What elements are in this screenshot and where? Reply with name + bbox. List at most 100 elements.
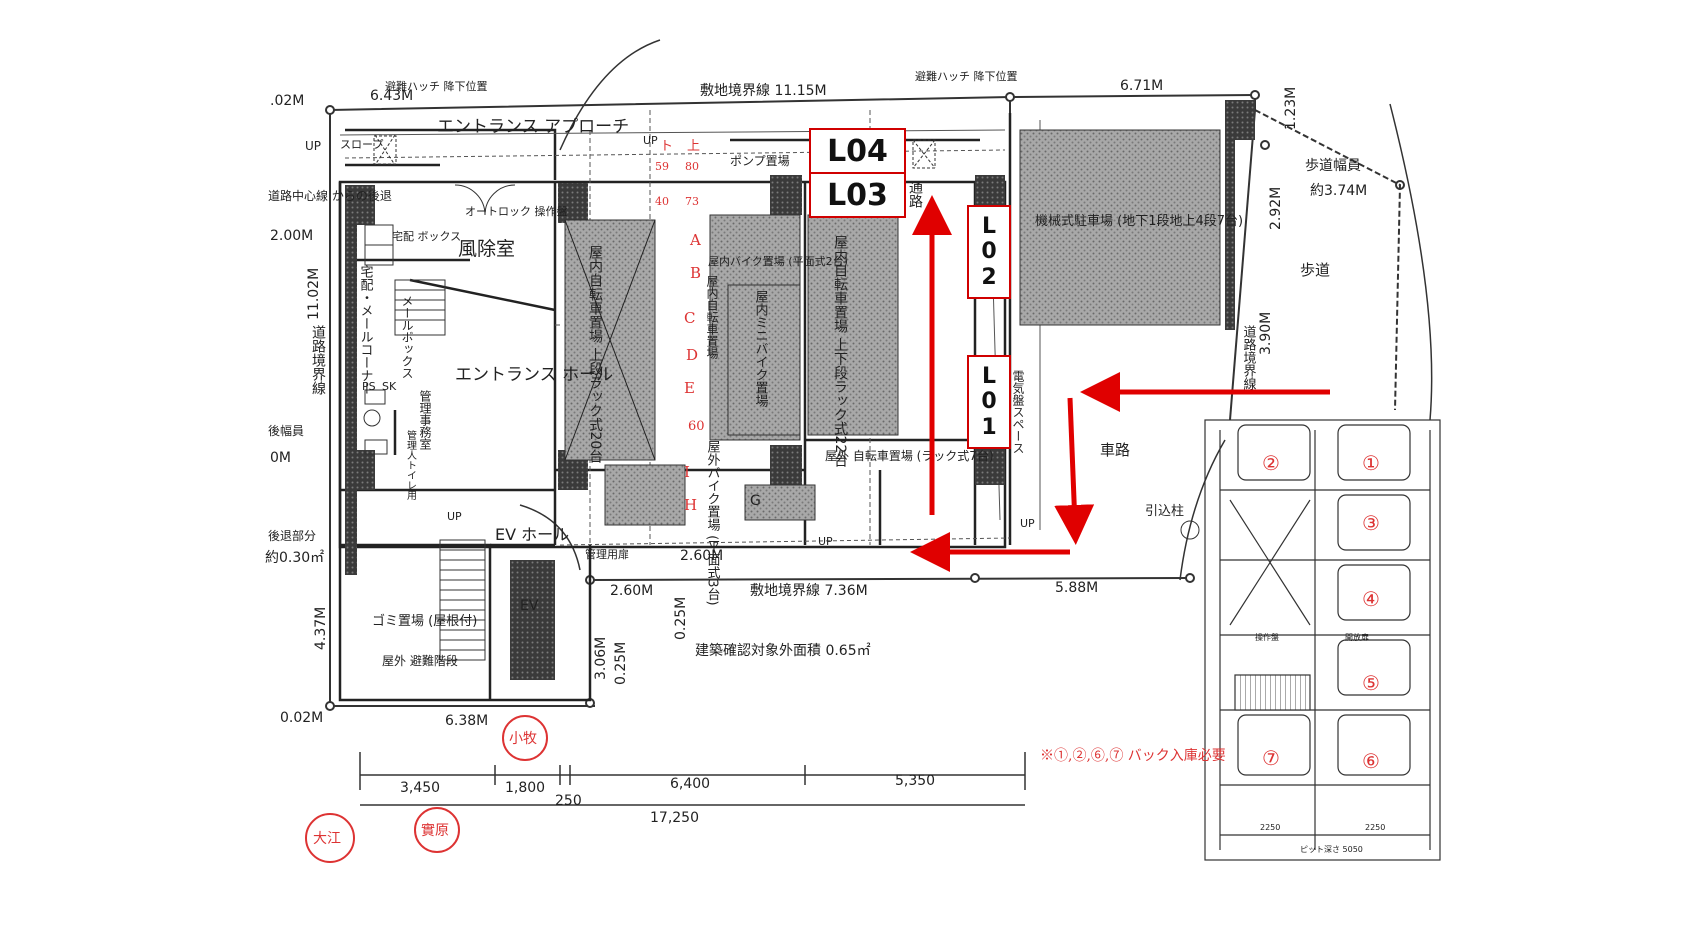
room-setback-part: 後退部分 bbox=[268, 528, 316, 543]
dim-bottom-260a: 2.60M bbox=[680, 548, 723, 564]
site-arcs bbox=[519, 39, 1433, 581]
stamp-komaki-text: 小牧 bbox=[509, 731, 537, 747]
hand-top-73: 73 bbox=[685, 195, 699, 208]
room-indoor-bike-upper: 屋内バイク置場 (平面式2台) bbox=[708, 254, 848, 268]
room-road-boundary-right: 道路境界線 bbox=[1241, 325, 1257, 390]
small-2250a: 2250 bbox=[1260, 823, 1280, 832]
slot-5: ⑤ bbox=[1362, 671, 1380, 695]
room-passage: 通路 bbox=[907, 180, 923, 208]
label-l01-char-3: 1 bbox=[981, 414, 997, 440]
scale-seg-4: 5,350 bbox=[895, 773, 935, 789]
room-outdoor-stairs: 屋外 避難階段 bbox=[382, 653, 458, 668]
room-garbage: ゴミ置場 (屋根付) bbox=[372, 613, 477, 629]
room-slope: スロープ bbox=[340, 138, 383, 151]
dim-outer-area: 建築確認対象外面積 0.65㎡ bbox=[695, 643, 871, 659]
room-road: 車路 bbox=[1100, 441, 1130, 459]
room-outdoor-bike: 屋外バイク置場 (平面式3台) bbox=[705, 440, 721, 606]
scale-bar bbox=[359, 752, 1026, 806]
room-sidewalk: 歩道 bbox=[1300, 261, 1330, 279]
hand-letter-i: I bbox=[684, 463, 690, 481]
hand-top-80: 80 bbox=[685, 160, 699, 173]
small-2250b: 2250 bbox=[1365, 823, 1385, 832]
dim-left-02: .02M bbox=[270, 93, 304, 109]
hand-letter-a: A bbox=[689, 231, 701, 249]
room-mech-parking: 機械式駐車場 (地下1段地上4段7台) bbox=[1035, 214, 1243, 229]
stamp-oe bbox=[305, 813, 355, 863]
dim-bottom-left: 6.38M bbox=[445, 713, 488, 729]
stamps bbox=[305, 715, 548, 863]
room-pump: ポンプ置場 bbox=[730, 154, 790, 168]
hand-letter-c: C bbox=[684, 309, 695, 327]
mech-parking-panel bbox=[1204, 419, 1441, 861]
stamp-jitsuhara-text: 實原 bbox=[421, 822, 449, 839]
parking-area-hatch bbox=[564, 129, 1221, 526]
room-electric: 電気盤スペース bbox=[1011, 370, 1025, 454]
dim-sidewalk-width: 約3.74M bbox=[1310, 183, 1367, 199]
slot-2: ② bbox=[1262, 451, 1280, 475]
arrow-down bbox=[1054, 397, 1095, 545]
up-label-4: UP bbox=[818, 535, 833, 548]
room-mgmt-office: 管理事務室 bbox=[418, 389, 432, 450]
room-ev: EV bbox=[520, 598, 539, 614]
small-control: 操作盤 bbox=[1255, 632, 1279, 642]
stamp-komaki bbox=[502, 715, 548, 761]
dim-025b: 0.25M bbox=[673, 597, 689, 640]
dim-top-center: 敷地境界線 11.15M bbox=[700, 83, 827, 99]
room-road-boundary-left: 道路境界線 bbox=[310, 325, 326, 395]
room-outdoor-bicycle: 屋外 自転車置場 (ラック式7台) bbox=[825, 448, 994, 463]
dim-top-right: 6.71M bbox=[1120, 78, 1163, 94]
room-wind-room: 風除室 bbox=[458, 238, 515, 260]
room-evac-hatch-left: 避難ハッチ 降下位置 bbox=[385, 79, 488, 93]
label-l02-char-1: L bbox=[981, 214, 997, 240]
scale-extra: 250 bbox=[555, 793, 582, 809]
hand-letter-h: H bbox=[684, 496, 697, 514]
room-sidewalk-width-label: 歩道幅員 bbox=[1305, 158, 1361, 174]
parking-slot-numbers: ② ① ③ ④ ⑤ ⑦ ⑥ bbox=[1262, 451, 1380, 773]
dim-left-2m: 2.00M bbox=[270, 228, 313, 244]
hand-letter-b: B bbox=[690, 264, 701, 282]
dim-right-low: 3.90M bbox=[1258, 312, 1274, 355]
scale-bar-texts: 3,450 1,800 6,400 5,350 250 17,250 bbox=[400, 773, 935, 826]
room-texts: エントランス アプローチ スロープ 避難ハッチ 降下位置 避難ハッチ 降下位置 … bbox=[268, 69, 1361, 668]
label-l01-char-1: L bbox=[981, 364, 997, 390]
dimension-texts: 6.43M 敷地境界線 11.15M 6.71M 1.23M 2.92M 3.9… bbox=[265, 78, 1367, 729]
room-toilet: 管理人トイレ用 bbox=[405, 429, 417, 501]
dim-right-top: 1.23M bbox=[1283, 87, 1299, 130]
small-door: 開放扉 bbox=[1345, 632, 1369, 642]
dim-left-437: 4.37M bbox=[313, 607, 329, 650]
room-delivery-mail-corner: 宅配・メールコーナー bbox=[358, 265, 374, 395]
slot-3: ③ bbox=[1362, 511, 1380, 535]
room-ps: PS bbox=[362, 380, 376, 393]
scale-seg-1: 3,450 bbox=[400, 780, 440, 796]
label-l02-char-3: 2 bbox=[981, 264, 997, 290]
label-l01-char-2: 0 bbox=[981, 389, 997, 415]
up-label-3: UP bbox=[447, 510, 462, 523]
dim-left-0m: 0M bbox=[270, 450, 291, 466]
room-evac-hatch-right: 避難ハッチ 降下位置 bbox=[915, 69, 1018, 83]
room-autolock: オートロック 操作盤 bbox=[465, 204, 568, 218]
slot-1: ① bbox=[1362, 451, 1380, 475]
hand-60: 60 bbox=[688, 419, 705, 434]
scale-total: 17,250 bbox=[650, 810, 699, 826]
room-mailbox: メールボックス bbox=[400, 295, 414, 379]
room-pull-post: 引込柱 bbox=[1145, 504, 1184, 519]
stamp-texts: 小牧 大江 實原 bbox=[313, 731, 537, 847]
room-indoor-bicycle-center: 屋内自転車置場 bbox=[705, 275, 719, 360]
dim-left-002: 0.02M bbox=[280, 710, 323, 726]
slot-4: ④ bbox=[1362, 587, 1380, 611]
dim-bottom-center: 敷地境界線 7.36M bbox=[750, 583, 868, 599]
slot-6: ⑥ bbox=[1362, 749, 1380, 773]
label-l02: L 0 2 bbox=[967, 205, 1011, 299]
scale-seg-3: 6,400 bbox=[670, 776, 710, 792]
label-l02-char-2: 0 bbox=[981, 239, 997, 265]
dim-306: 3.06M bbox=[593, 637, 609, 680]
room-mgmt-door: 管理用扉 bbox=[585, 547, 629, 561]
room-entrance-approach: エントランス アプローチ bbox=[437, 117, 629, 137]
hand-top-59: 59 bbox=[655, 160, 669, 173]
room-indoor-minibike: 屋内ミニバイク置場 bbox=[753, 290, 769, 407]
small-pit: ピット深さ 5050 bbox=[1300, 845, 1363, 854]
label-l03: L03 bbox=[809, 172, 906, 218]
dim-left-1102: 11.02M bbox=[306, 268, 322, 320]
parking-small-texts: 操作盤 開放扉 ピット深さ 5050 2250 2250 bbox=[1255, 632, 1385, 854]
dim-025a: 0.25M bbox=[613, 642, 629, 685]
